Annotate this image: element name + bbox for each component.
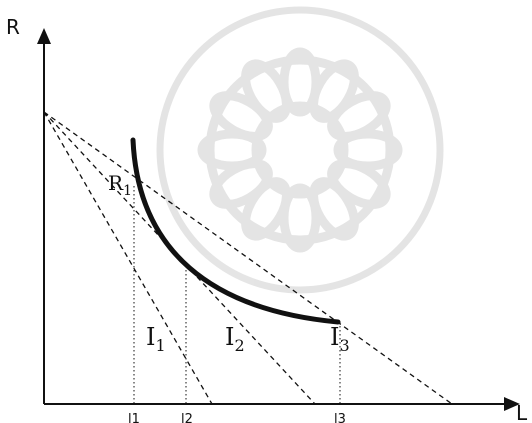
- tick-label-2: l2: [181, 412, 193, 423]
- line-label-1: I1: [146, 323, 166, 355]
- thick-curve: [130, 137, 341, 325]
- tick-label-3: l3: [334, 412, 346, 423]
- drop-lines: [133, 186, 341, 404]
- point-label-r1: R1: [108, 171, 132, 199]
- line-label-3: I3: [330, 323, 350, 355]
- axes: [37, 28, 520, 411]
- x-axis-arrow: [504, 397, 520, 411]
- line-label-2: I2: [225, 323, 245, 355]
- watermark-petal: [327, 91, 391, 141]
- line-l1: [43, 111, 213, 405]
- y-axis-arrow: [37, 28, 51, 44]
- x-axis-label: L: [516, 401, 528, 423]
- y-axis-label: R: [6, 15, 20, 39]
- line-l3: [43, 111, 453, 405]
- tick-label-1: l1: [128, 412, 140, 423]
- watermark-rosette: [156, 6, 444, 294]
